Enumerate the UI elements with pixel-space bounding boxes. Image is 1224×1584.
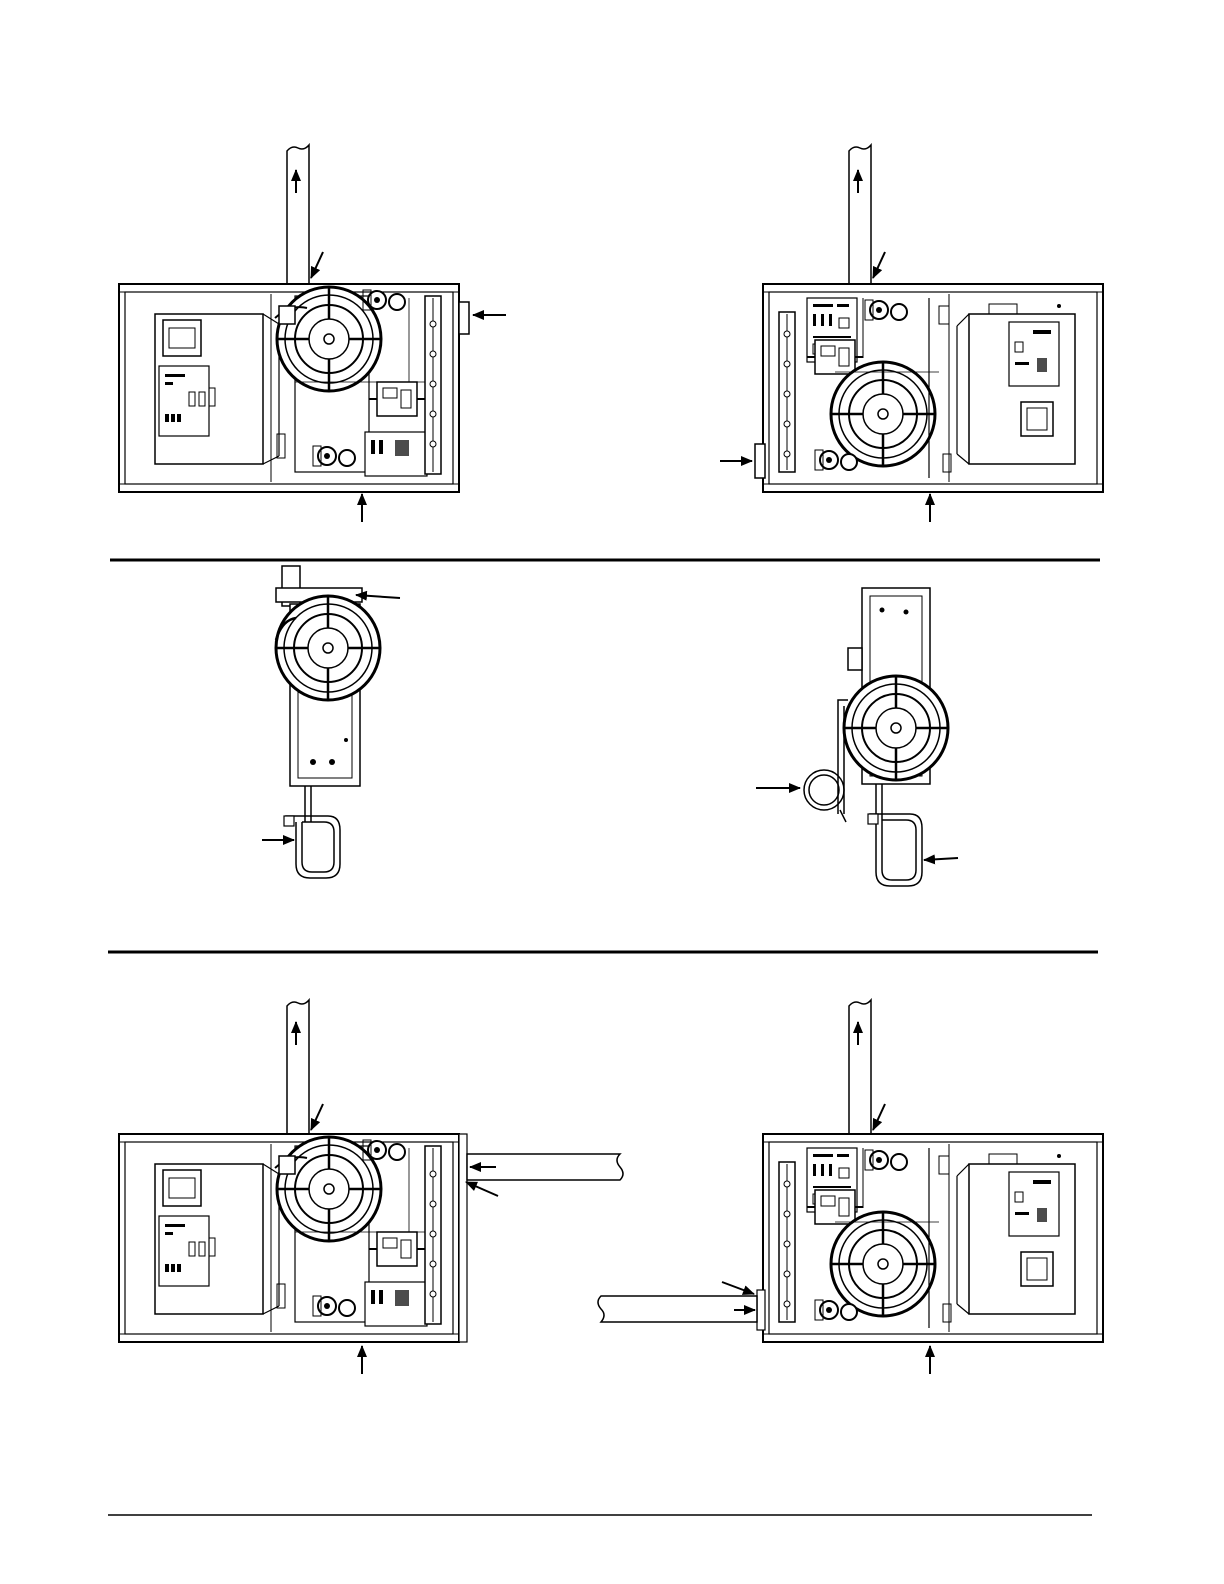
vent-pipe-icon bbox=[287, 145, 309, 285]
figure-upflow-left-vent bbox=[119, 145, 506, 522]
arrow-icon bbox=[873, 1104, 885, 1130]
arrow-icon bbox=[873, 252, 885, 278]
vent-pipe-icon bbox=[598, 1296, 757, 1322]
combustion-air-collar bbox=[755, 444, 765, 478]
furnace-cabinet bbox=[763, 284, 1103, 492]
figure-upflow-right-vent bbox=[720, 145, 1103, 522]
furnace-cabinet bbox=[119, 1134, 459, 1342]
furnace-cabinet bbox=[119, 284, 459, 492]
arrow-icon bbox=[466, 1182, 498, 1196]
arrow-icon bbox=[311, 1104, 323, 1130]
arrow-icon bbox=[311, 252, 323, 278]
arrow-icon bbox=[924, 858, 958, 860]
blower-wheel-icon bbox=[276, 596, 380, 700]
furnace-cabinet bbox=[763, 1134, 1103, 1342]
figure-inducer-drain-right bbox=[756, 588, 958, 886]
vent-pipe-icon bbox=[287, 1000, 309, 1140]
vent-pipe-icon bbox=[849, 1000, 871, 1140]
figure-inducer-drain-left bbox=[262, 566, 400, 878]
vent-pipe-icon bbox=[849, 145, 871, 285]
figure-upflow-right-combustion-air bbox=[598, 1000, 1103, 1374]
blower-wheel-icon bbox=[844, 676, 948, 780]
arrow-icon bbox=[722, 1282, 754, 1294]
combustion-air-collar bbox=[459, 302, 469, 334]
figure-upflow-left-combustion-air bbox=[119, 1000, 623, 1374]
